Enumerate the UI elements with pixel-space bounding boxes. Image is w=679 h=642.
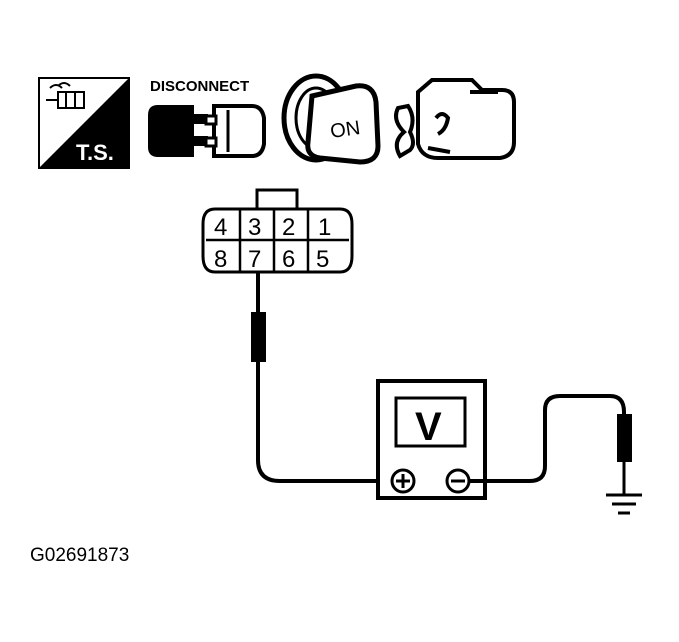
ts-connector-sketch	[46, 82, 85, 109]
minus-terminal-icon	[445, 468, 471, 494]
ignition-key-icon: ON	[281, 73, 381, 165]
plus-terminal-icon	[390, 468, 416, 494]
positive-probe	[251, 312, 266, 362]
pin-7: 7	[248, 246, 261, 273]
disconnect-connector-icon: DISCONNECT	[148, 78, 266, 158]
pin-1: 1	[318, 214, 331, 241]
voltmeter: V	[376, 379, 487, 500]
engine-icon	[394, 78, 516, 160]
ignition-on-label: ON	[329, 117, 362, 143]
voltmeter-display-label: V	[415, 405, 442, 449]
negative-probe	[617, 414, 632, 462]
pin-4: 4	[214, 214, 227, 241]
pin-8: 8	[214, 246, 227, 273]
connector-latch	[255, 188, 299, 211]
figure-id: G02691873	[30, 545, 130, 566]
negative-lead	[469, 394, 632, 494]
positive-lead	[251, 272, 392, 483]
pin-3: 3	[248, 214, 261, 241]
ground-symbol-icon	[606, 493, 642, 515]
ts-icon: T.S.	[38, 77, 130, 169]
connector: 4 3 2 1 8 7 6 5	[201, 188, 354, 274]
pin-6: 6	[282, 246, 295, 273]
ts-label: T.S.	[76, 140, 114, 165]
pin-5: 5	[316, 246, 329, 273]
voltmeter-display	[394, 396, 467, 448]
disconnect-label: DISCONNECT	[150, 78, 249, 95]
pin-2: 2	[282, 214, 295, 241]
